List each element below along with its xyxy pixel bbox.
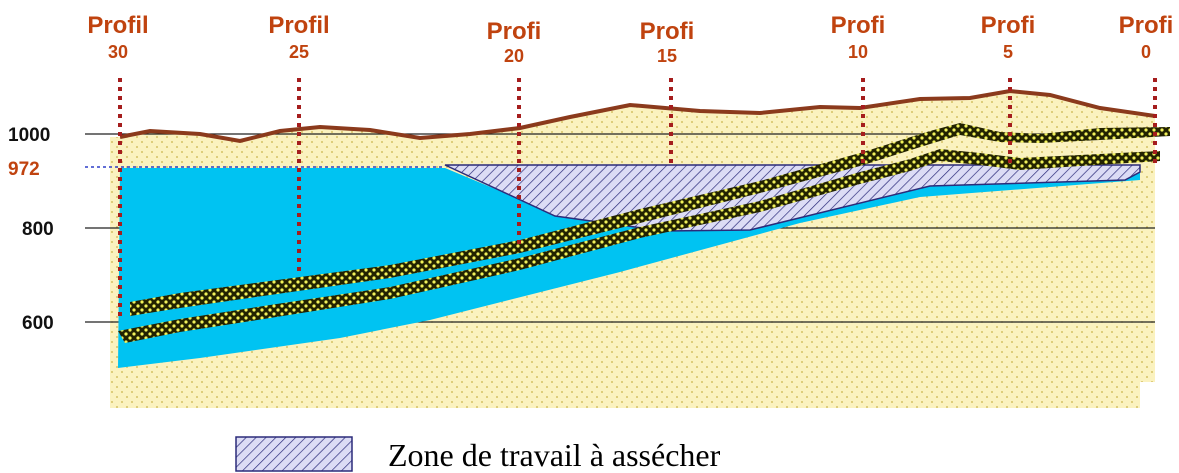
profile-number: 20 [504, 46, 524, 66]
conglomerate-upper-band [130, 123, 1170, 316]
elevation-label-800: 800 [22, 219, 54, 240]
profile-number: 25 [289, 42, 309, 62]
profile-label-30: Profil 30 [87, 12, 148, 62]
profile-label-10: Profi 10 [831, 12, 886, 62]
legend: Zone de travail à assécher [235, 436, 721, 473]
profile-name: Profi [981, 12, 1036, 39]
profile-name: Profi [831, 12, 886, 39]
profile-label-20: Profi 20 [487, 18, 542, 66]
elevation-label-1000: 1000 [8, 125, 50, 146]
water-body [118, 168, 1140, 368]
profile-name: Profil [87, 12, 148, 39]
profile-name: Profi [640, 18, 695, 45]
elevation-label-600: 600 [22, 313, 54, 334]
profile-label-5: Profi 5 [981, 12, 1036, 62]
elevation-label-972: 972 [8, 159, 40, 180]
profile-name: Profi [1119, 12, 1174, 39]
profile-label-15: Profi 15 [640, 18, 695, 66]
profile-number: 0 [1141, 42, 1151, 62]
profile-label-25: Profil 25 [268, 12, 329, 62]
legend-hatch-swatch [235, 436, 353, 472]
profile-number: 10 [848, 42, 868, 62]
profile-number: 30 [108, 42, 128, 62]
profile-label-0: Profi 0 [1119, 12, 1174, 62]
profile-name: Profi [487, 18, 542, 45]
terrain-surface-line [119, 88, 1156, 144]
conglomerate-lower-band [118, 149, 1160, 343]
legend-label: Zone de travail à assécher [388, 437, 721, 473]
profile-number: 5 [1003, 42, 1013, 62]
profile-name: Profil [268, 12, 329, 39]
profile-number: 15 [657, 46, 677, 66]
